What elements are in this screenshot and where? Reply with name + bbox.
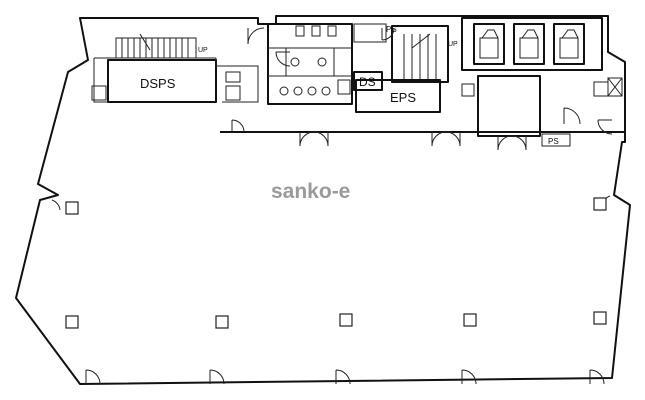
left-fixture bbox=[91, 85, 107, 101]
column bbox=[463, 313, 477, 327]
left-fixture bbox=[225, 85, 241, 101]
up-label-left: UP bbox=[198, 47, 208, 54]
right-core-room bbox=[477, 75, 541, 137]
column bbox=[339, 313, 353, 327]
column bbox=[593, 311, 607, 325]
column bbox=[593, 197, 607, 211]
dsps-label: DSPS bbox=[140, 76, 176, 91]
elevator-3 bbox=[553, 23, 585, 65]
left-fixture bbox=[225, 71, 241, 83]
floor-outline bbox=[15, 15, 631, 385]
left-stair bbox=[115, 33, 197, 59]
ps-shaft bbox=[353, 23, 387, 43]
doors bbox=[51, 27, 613, 385]
toilet-block bbox=[267, 23, 353, 105]
elevator-hall bbox=[461, 17, 603, 71]
column bbox=[215, 315, 229, 329]
left-core-walls bbox=[93, 57, 259, 103]
column bbox=[65, 315, 79, 329]
eps-label: EPS bbox=[390, 90, 416, 105]
shaft-fixture bbox=[337, 79, 351, 95]
right-core-fixture bbox=[593, 81, 609, 97]
ds-label: DS bbox=[359, 75, 376, 89]
elevator-1 bbox=[473, 23, 505, 65]
watermark: sanko-e bbox=[271, 180, 350, 203]
dsps-room bbox=[107, 59, 217, 103]
right-core-fixture bbox=[461, 83, 475, 97]
ps-box bbox=[541, 133, 571, 147]
up-label-right: UP bbox=[448, 41, 458, 48]
ps-label-top: PS bbox=[386, 25, 397, 34]
ps-label-bottom: PS bbox=[548, 137, 559, 146]
column bbox=[65, 201, 79, 215]
crossed-shaft bbox=[607, 77, 623, 97]
eps-room bbox=[355, 79, 441, 113]
right-stair bbox=[391, 25, 449, 83]
elevator-2 bbox=[513, 23, 545, 65]
